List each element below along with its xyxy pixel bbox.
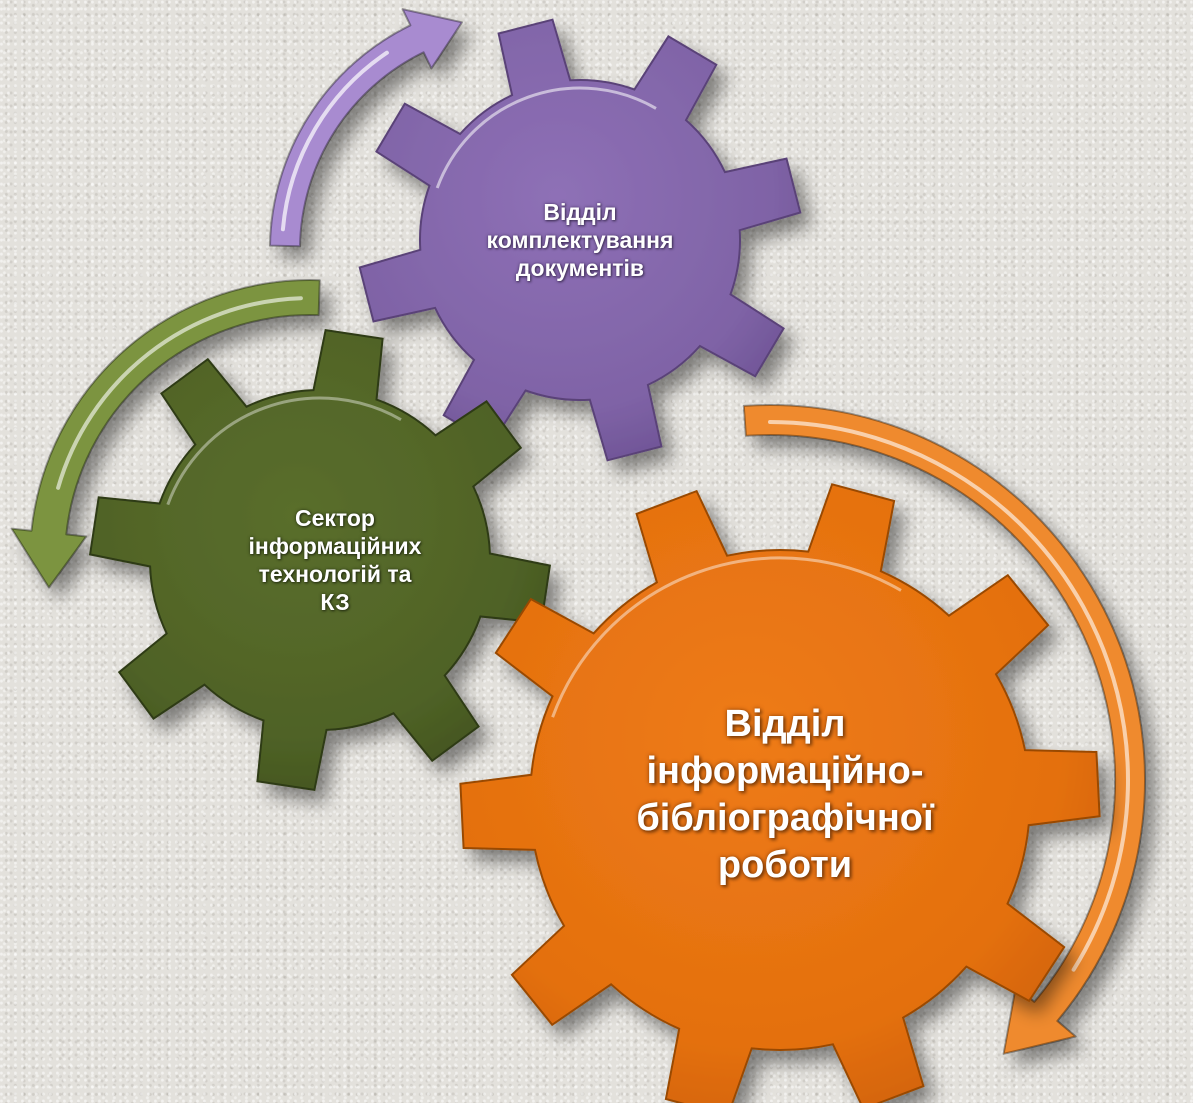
green-gear-highlight: [166, 396, 402, 506]
orange-gear-highlight: [551, 556, 902, 718]
orange-arrow-highlight: [768, 420, 1130, 972]
orange-arrow: [742, 404, 1146, 1055]
orange-gear-label-line: інформаційно-: [646, 749, 924, 792]
orange-gear: [459, 483, 1101, 1103]
green-arrow-highlight: [56, 296, 303, 490]
orange-gear-label-line: роботи: [717, 844, 853, 887]
purple-arrow-highlight: [280, 50, 389, 232]
orange-gear-label-line: Відділ: [724, 702, 846, 745]
purple-gear-label: Відділ комплектування документів: [455, 180, 705, 300]
green-gear-label-line: інформаційних: [248, 532, 422, 559]
purple-gear-highlight: [435, 86, 657, 189]
purple-arrow: [269, 8, 463, 248]
orange-gear-label: Відділ інформаційно- бібліографічної роб…: [600, 700, 970, 890]
orange-gear-label-line: бібліографічної: [636, 797, 934, 839]
green-gear-label-line: технологій та: [258, 561, 412, 587]
green-gear-label: Сектор інформаційних технологій та КЗ: [190, 490, 480, 630]
purple-gear-label-line: комплектування: [486, 226, 674, 253]
purple-gear: [358, 18, 802, 462]
purple-gear-label-line: Відділ: [543, 198, 617, 225]
green-gear-label-line: Сектор: [295, 504, 375, 531]
green-gear: [88, 328, 552, 792]
green-gear-label-line: КЗ: [320, 589, 350, 616]
purple-gear-label-line: документів: [515, 255, 645, 282]
